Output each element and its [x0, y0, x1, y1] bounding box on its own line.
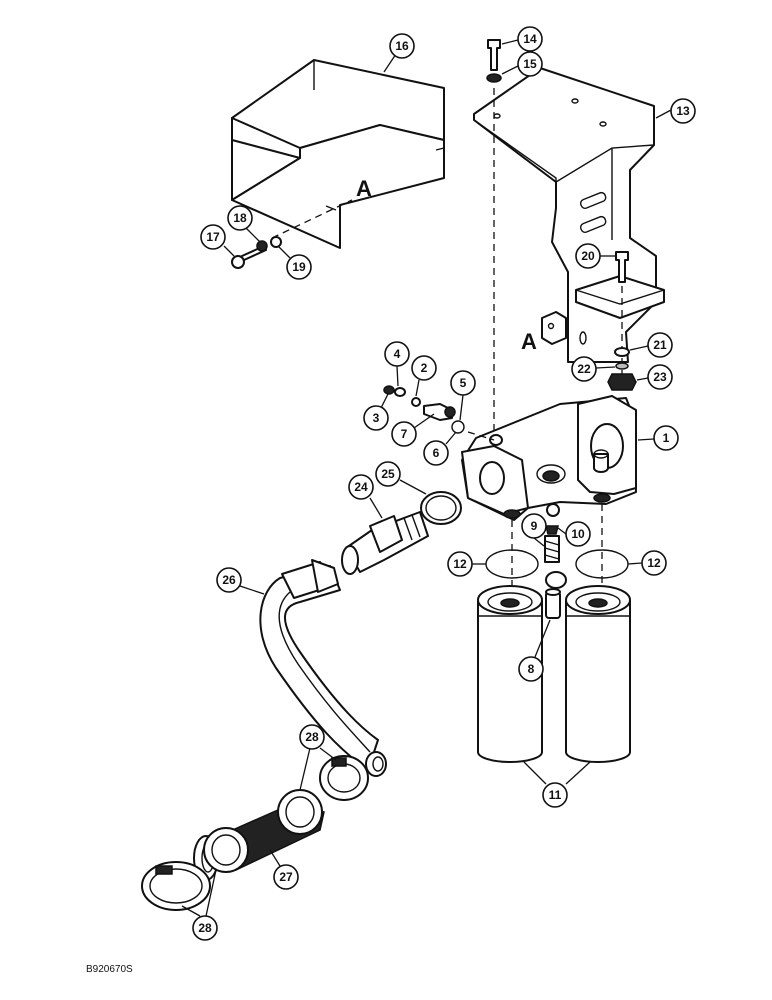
svg-text:5: 5 [460, 376, 467, 390]
callout-1: 1 [637, 425, 679, 451]
svg-text:22: 22 [577, 362, 591, 376]
callout-10: 10 [557, 521, 591, 547]
cover-shield [231, 59, 445, 249]
hose-clamp-top-left [277, 789, 323, 835]
reference-letter-A-bracket: A [521, 329, 537, 354]
svg-text:20: 20 [581, 249, 595, 263]
callout-7: 7 [391, 413, 435, 447]
valve-spring-top [545, 525, 559, 535]
cap-screw-14 [487, 39, 501, 71]
washer-4 [394, 387, 406, 397]
svg-text:27: 27 [279, 870, 293, 884]
callout-11: 11 [523, 761, 591, 808]
washer-2 [411, 397, 421, 407]
check-ball [546, 503, 560, 517]
callout-22: 22 [571, 356, 616, 382]
callout-25: 25 [375, 461, 427, 495]
callout-20: 20 [575, 243, 616, 269]
svg-text:26: 26 [222, 573, 236, 587]
svg-text:9: 9 [531, 519, 538, 533]
nut-3 [383, 385, 395, 395]
svg-text:4: 4 [394, 347, 401, 361]
callout-26: 26 [216, 567, 265, 595]
callout-28-top: 28 [299, 724, 337, 791]
svg-text:10: 10 [571, 527, 585, 541]
svg-text:3: 3 [373, 411, 380, 425]
washer-21 [614, 347, 630, 357]
svg-text:24: 24 [354, 480, 368, 494]
filter-head [461, 395, 637, 521]
svg-text:21: 21 [653, 338, 667, 352]
callout-2: 2 [411, 355, 437, 397]
callout-28-bottom: 28 [181, 869, 218, 941]
svg-text:16: 16 [395, 39, 409, 53]
callout-14: 14 [501, 26, 543, 52]
adapter-fitting-24 [341, 511, 429, 575]
svg-text:6: 6 [433, 446, 440, 460]
svg-text:11: 11 [549, 788, 562, 802]
hose-26 [259, 559, 387, 777]
valve-spring-9 [544, 535, 560, 563]
callout-15: 15 [501, 51, 543, 77]
callout-16: 16 [383, 33, 415, 73]
callout-18: 18 [227, 205, 261, 243]
svg-text:13: 13 [676, 104, 690, 118]
callout-4: 4 [384, 341, 410, 387]
cap-screw-20 [615, 251, 629, 283]
filter-element-left [477, 585, 543, 763]
svg-text:15: 15 [523, 57, 537, 71]
svg-text:18: 18 [233, 211, 247, 225]
cap-screw-17 [231, 245, 267, 269]
lock-nut-23 [607, 373, 637, 391]
callout-21: 21 [629, 332, 673, 358]
callout-24: 24 [348, 474, 383, 519]
svg-text:19: 19 [292, 260, 306, 274]
adapter-8 [545, 588, 561, 619]
svg-text:12: 12 [453, 557, 467, 571]
svg-text:2: 2 [421, 361, 428, 375]
nut-15 [486, 73, 502, 83]
svg-text:8: 8 [528, 662, 535, 676]
svg-text:25: 25 [381, 467, 395, 481]
svg-text:7: 7 [401, 427, 408, 441]
callout-8: 8 [518, 619, 551, 682]
callout-27: 27 [269, 849, 299, 890]
washer-22 [615, 362, 629, 370]
svg-text:23: 23 [653, 370, 667, 384]
callout-6: 6 [423, 431, 457, 466]
figure-code: B920670S [86, 964, 133, 975]
svg-text:17: 17 [206, 230, 220, 244]
callout-5: 5 [450, 370, 476, 421]
svg-text:12: 12 [647, 556, 661, 570]
hose-clamp-middle [203, 827, 249, 873]
valve-seat [545, 571, 567, 589]
mounting-bracket [473, 67, 665, 363]
reference-letter-A-cover: A [356, 176, 372, 201]
o-ring-6 [451, 420, 465, 434]
callout-19: 19 [277, 245, 312, 280]
flat-washer-19 [270, 236, 282, 248]
svg-text:1: 1 [663, 431, 670, 445]
svg-text:28: 28 [305, 730, 319, 744]
svg-text:14: 14 [523, 32, 537, 46]
callout-3: 3 [363, 393, 389, 431]
callout-17: 17 [200, 224, 235, 257]
callout-12-left: 12 [447, 551, 486, 577]
hose-clamp-bottom [141, 861, 211, 911]
o-ring-25 [420, 491, 462, 525]
lock-washer-18 [256, 240, 268, 252]
svg-text:28: 28 [198, 921, 212, 935]
callout-12-right: 12 [627, 550, 667, 576]
callout-9: 9 [521, 513, 547, 547]
filter-element-right [565, 585, 631, 763]
hose-clamp-top-right [319, 755, 369, 801]
callout-13: 13 [655, 98, 696, 124]
callout-23: 23 [636, 364, 673, 390]
